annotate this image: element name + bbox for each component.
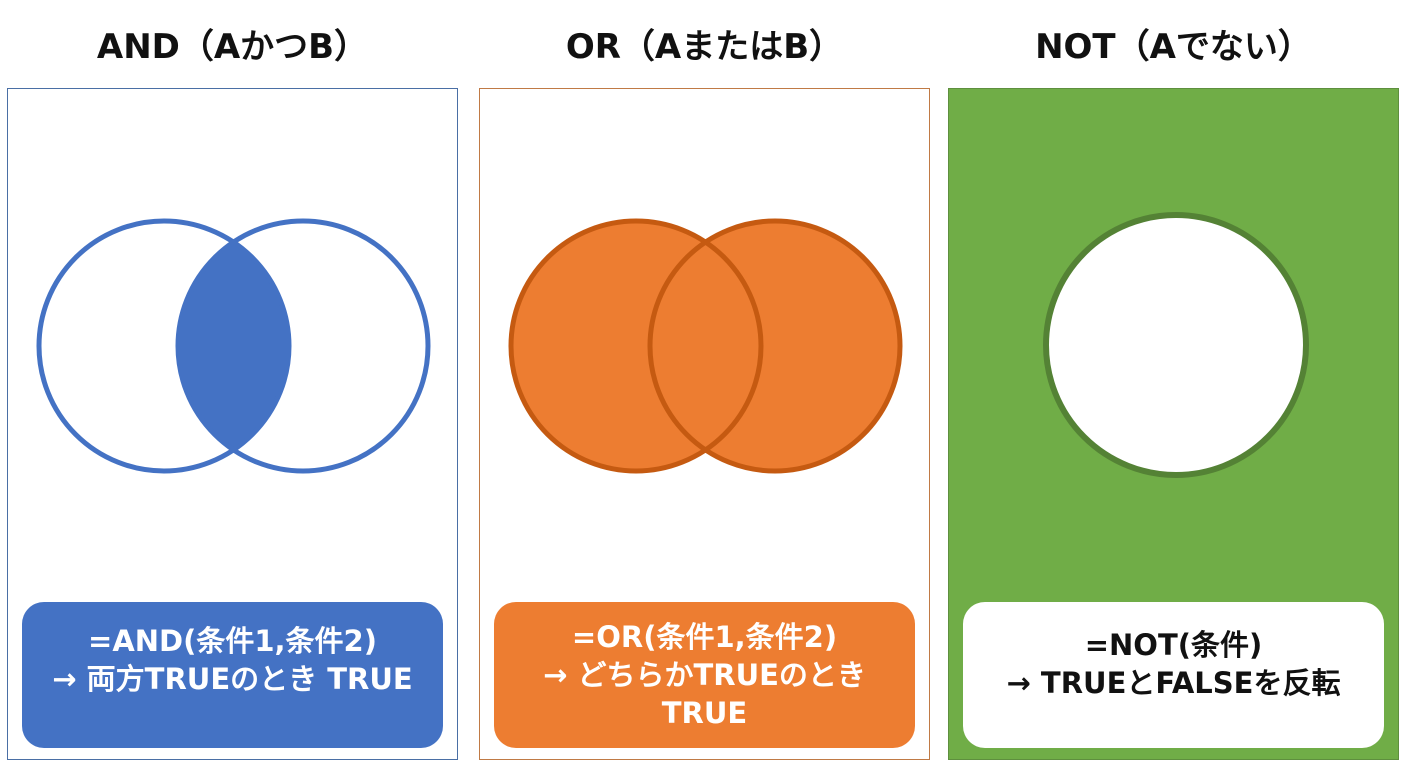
panel-and: =AND(条件1,条件2) → 両方TRUEのとき TRUE: [7, 88, 458, 760]
venn-or-diagram: [508, 218, 903, 474]
title-and: AND（AかつB）: [96, 27, 369, 67]
venn-not-diagram: [1043, 212, 1309, 478]
description-not: → TRUEとFALSEを反転: [1006, 666, 1341, 700]
formula-not: =NOT(条件): [1084, 628, 1263, 662]
circle-b-fill: [650, 221, 900, 471]
description-or-line2: TRUE: [661, 696, 748, 730]
formula-and: =AND(条件1,条件2): [88, 624, 377, 658]
panel-not: =NOT(条件) → TRUEとFALSEを反転: [948, 88, 1399, 760]
description-and: → 両方TRUEのとき TRUE: [52, 662, 413, 696]
circle-a: [508, 218, 764, 474]
formula-or: =OR(条件1,条件2): [571, 620, 838, 654]
title-or: OR（AまたはB）: [565, 27, 844, 67]
circle-a: [1043, 212, 1309, 478]
formula-box-or: =OR(条件1,条件2) → どちらかTRUEのとき TRUE: [494, 602, 915, 748]
and-intersection-fill: [178, 221, 289, 471]
venn-and-diagram: [36, 218, 431, 474]
description-or-line1: → どちらかTRUEのとき: [543, 658, 866, 692]
title-not: NOT（Aでない）: [1035, 27, 1312, 67]
panel-or: =OR(条件1,条件2) → どちらかTRUEのとき TRUE: [479, 88, 930, 760]
circle-a: [36, 218, 292, 474]
circle-b: [175, 218, 431, 474]
circle-b: [647, 218, 903, 474]
formula-box-and: =AND(条件1,条件2) → 両方TRUEのとき TRUE: [22, 602, 443, 748]
formula-box-not: =NOT(条件) → TRUEとFALSEを反転: [963, 602, 1384, 748]
